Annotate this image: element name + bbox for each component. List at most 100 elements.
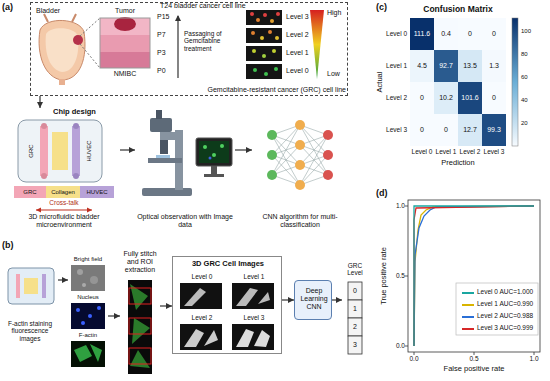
- node-label: Optical observation with Image data: [135, 213, 235, 229]
- text-label: HUVEC: [86, 189, 107, 196]
- roc-plot: [405, 200, 540, 355]
- matrix-cell: 101.6: [458, 82, 482, 114]
- text-label: 0.5: [469, 355, 478, 362]
- cnn-box: Deep Learning CNN: [294, 280, 332, 320]
- matrix-cell: 0: [482, 82, 506, 114]
- flow-arrow: [282, 299, 294, 300]
- text-label: Level 2: [386, 94, 407, 101]
- chip-icon-block: F-actin staining fluorescence images: [2, 262, 58, 348]
- level-image: Level 3: [231, 314, 277, 352]
- fluorescence-images: [71, 265, 105, 367]
- panel-letter: (a): [2, 2, 13, 12]
- matrix-cell: 0: [458, 18, 482, 50]
- text-label: P0: [157, 67, 166, 75]
- flow-arrow: [39, 96, 40, 108]
- text-label: False positive rate: [444, 365, 505, 374]
- text-label: Level 1: [386, 62, 407, 69]
- axis-title: HUVEC: [86, 140, 93, 161]
- chip-icon: [8, 268, 54, 304]
- colorbar-tick: 40: [521, 97, 528, 104]
- text-label: High: [327, 9, 341, 17]
- text-label: 1.0: [396, 202, 405, 209]
- image-group: 3D GRC Cell ImagesLevel 0 Level 1 Level 2 L…: [172, 256, 282, 354]
- text-label: 0: [353, 287, 357, 295]
- text-label: P3: [157, 49, 166, 57]
- text-label: 1.0: [529, 355, 538, 362]
- text-label: Passaging of Gemcitabine treatment: [184, 30, 242, 52]
- node-label: F-actin staining fluorescence images: [2, 320, 58, 342]
- node-label: Level 2: [179, 314, 225, 321]
- cell-images: [246, 10, 324, 79]
- node-label: Level 1: [231, 273, 277, 280]
- matrix-cell: 13.5: [458, 50, 482, 82]
- chip-illustration: [14, 120, 114, 213]
- legend-text: Level 3 AUC=0.999: [477, 324, 533, 331]
- flow-arrow: [332, 299, 342, 300]
- text-label: T24 bladder cancer cell line: [160, 2, 246, 10]
- text-label: Level 2: [460, 148, 481, 155]
- flow-arrow: [120, 149, 135, 150]
- node-label: Nucleus: [68, 294, 108, 301]
- text-label: Bladder: [36, 7, 60, 15]
- text-label: Level 3: [286, 13, 309, 21]
- matrix-cell: 0: [434, 114, 458, 146]
- text-label: Level 3: [386, 126, 407, 133]
- axis-title: True positive rate: [380, 247, 389, 305]
- level-image: Level 0: [179, 273, 225, 311]
- node-label: Level 0: [179, 273, 225, 280]
- node-label: F-actin: [68, 332, 108, 339]
- legend-swatch: [462, 316, 474, 318]
- node-label: Deep Learning CNN: [295, 287, 333, 311]
- matrix-cell: 111.6: [410, 18, 434, 50]
- node-label: Level 3: [231, 314, 277, 321]
- text-label: Confusion Matrix: [423, 5, 492, 15]
- colorbar-tick: 80: [521, 51, 528, 58]
- text-label: P15: [157, 13, 169, 21]
- stitch-block: Fully stitch and ROI extraction: [120, 250, 160, 378]
- text-label: NMIBC: [114, 70, 137, 78]
- text-label: 0.5: [396, 272, 405, 279]
- flow-arrow: [160, 305, 172, 306]
- text-label: Level 1: [286, 49, 309, 57]
- node-heading: Chip design: [53, 108, 96, 117]
- text-label: 2: [353, 323, 357, 331]
- text-label: Level 2: [286, 31, 309, 39]
- matrix-cell: 10.2: [434, 82, 458, 114]
- image-column: Bright fieldNucleusF-actin: [68, 256, 108, 368]
- node-label: 3D GRC Cell Images: [173, 260, 283, 269]
- matrix-cell: 0.4: [434, 18, 458, 50]
- matrix-cell: 0: [410, 82, 434, 114]
- flow-arrow: [235, 149, 252, 150]
- colorbar-tick: 100: [521, 28, 531, 35]
- level-image: Level 2: [179, 314, 225, 352]
- text-label: Level 0: [386, 30, 407, 37]
- grc-level-bar: [348, 282, 362, 354]
- microscope-block: Optical observation with Image data: [135, 108, 235, 232]
- text-label: Cross-talk: [49, 199, 78, 206]
- text-label: Level 0: [286, 67, 309, 75]
- passaging-arrow: [178, 16, 179, 78]
- level-image: Level 1: [231, 273, 277, 311]
- text-label: Low: [327, 70, 340, 78]
- node-heading: Bright field: [68, 256, 108, 263]
- panel-letter: (c): [376, 2, 387, 12]
- flow-arrow: [58, 279, 68, 280]
- text-label: Prediction: [441, 159, 474, 168]
- stitched-strip: [128, 280, 152, 374]
- matrix-cell: 4.5: [410, 50, 434, 82]
- text-label: GRC: [23, 189, 36, 196]
- panel-letter: (b): [2, 240, 14, 250]
- node-label: CNN algorithm for multi-classification: [252, 213, 348, 229]
- text-label: 3: [353, 341, 357, 349]
- text-label: Level 0: [412, 148, 433, 155]
- neural-network: [267, 120, 333, 190]
- legend-swatch: [462, 304, 474, 306]
- text-label: Level 3: [484, 148, 505, 155]
- colorbar-tick: 60: [521, 74, 528, 81]
- legend-text: Level 2 AUC=0.988: [477, 312, 533, 319]
- legend-text: Level 1 AUC=0.990: [477, 300, 533, 307]
- legend-swatch: [462, 328, 474, 330]
- text-label: P7: [157, 31, 166, 39]
- legend-text: Level 0 AUC=1.000: [477, 288, 533, 295]
- legend-swatch: [462, 292, 474, 294]
